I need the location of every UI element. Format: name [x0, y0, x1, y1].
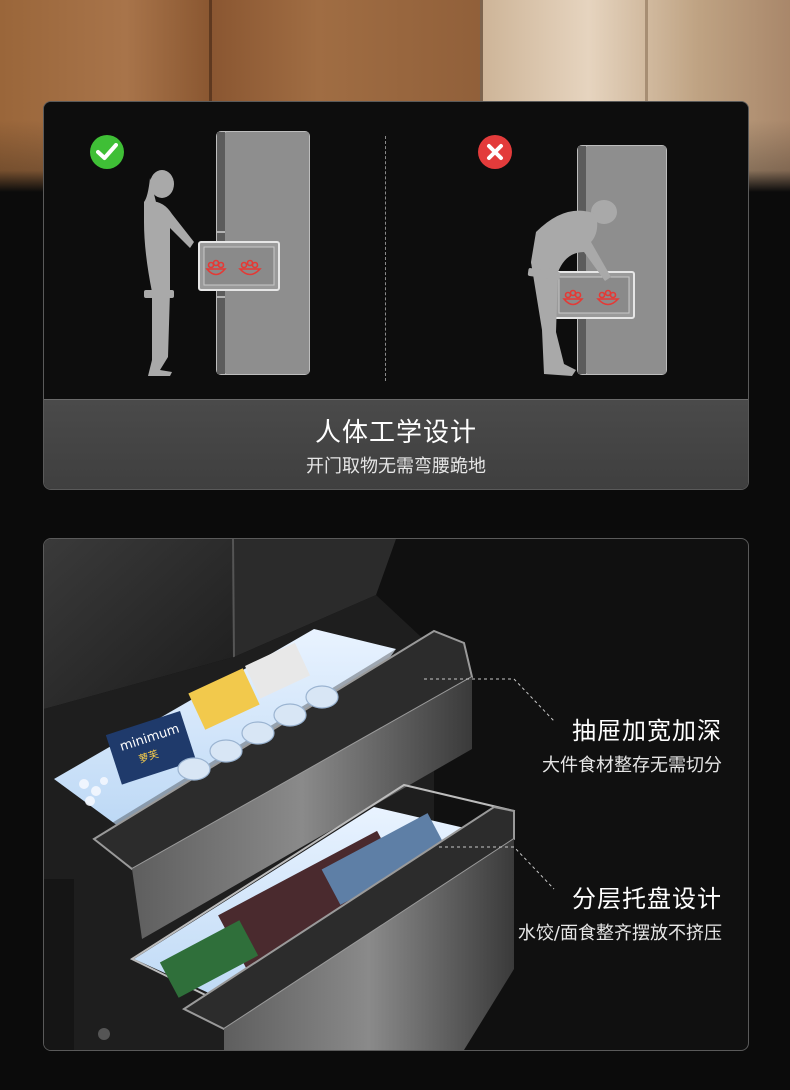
standing-person-icon — [144, 170, 194, 376]
upright-scene — [144, 131, 310, 376]
ice-cream-tubs — [177, 685, 339, 781]
feature-title: 分层托盘设计 — [572, 885, 722, 913]
upper-drawer-liner — [54, 629, 396, 829]
bending-scene — [527, 145, 667, 376]
feature-subtitle: 水饺/面食整齐摆放不挤压 — [517, 923, 722, 944]
callout-lines — [424, 678, 555, 890]
feature-subtitle: 大件食材整存无需切分 — [542, 755, 722, 776]
ergonomics-title: 人体工学设计 — [314, 418, 477, 448]
panel-seam — [480, 0, 483, 192]
ergonomics-card: 人体工学设计 开门取物无需弯腰跪地 — [43, 101, 749, 490]
upper-drawer-face — [132, 677, 472, 939]
panel-seam — [645, 0, 648, 192]
panel-seam — [209, 0, 212, 192]
fridge-upright-icon — [198, 131, 310, 375]
food-package — [105, 711, 197, 785]
right-door — [234, 539, 396, 657]
lower-drawer-face — [224, 839, 514, 1050]
feature-title: 抽屉加宽加深 — [572, 717, 722, 745]
ergonomics-illustration — [44, 102, 748, 399]
bending-person-icon — [527, 200, 617, 376]
fridge-bending-icon — [553, 145, 667, 375]
lower-drawer-front — [181, 805, 515, 1031]
cross-icon — [478, 135, 512, 169]
check-icon — [90, 135, 124, 169]
comparison-divider — [385, 136, 386, 381]
upper-drawer-front — [92, 629, 474, 871]
ergonomics-caption: 人体工学设计 开门取物无需弯腰跪地 — [44, 399, 748, 489]
fridge-drawer-photo: minimum 萝芙 — [44, 539, 555, 1050]
left-door — [44, 539, 234, 709]
drawer-card: minimum 萝芙 抽屉加宽加深 大件食材整存无需切分 分层托盘设计 水饺/面… — [43, 538, 749, 1051]
ergonomics-subtitle: 开门取物无需弯腰跪地 — [306, 456, 486, 477]
